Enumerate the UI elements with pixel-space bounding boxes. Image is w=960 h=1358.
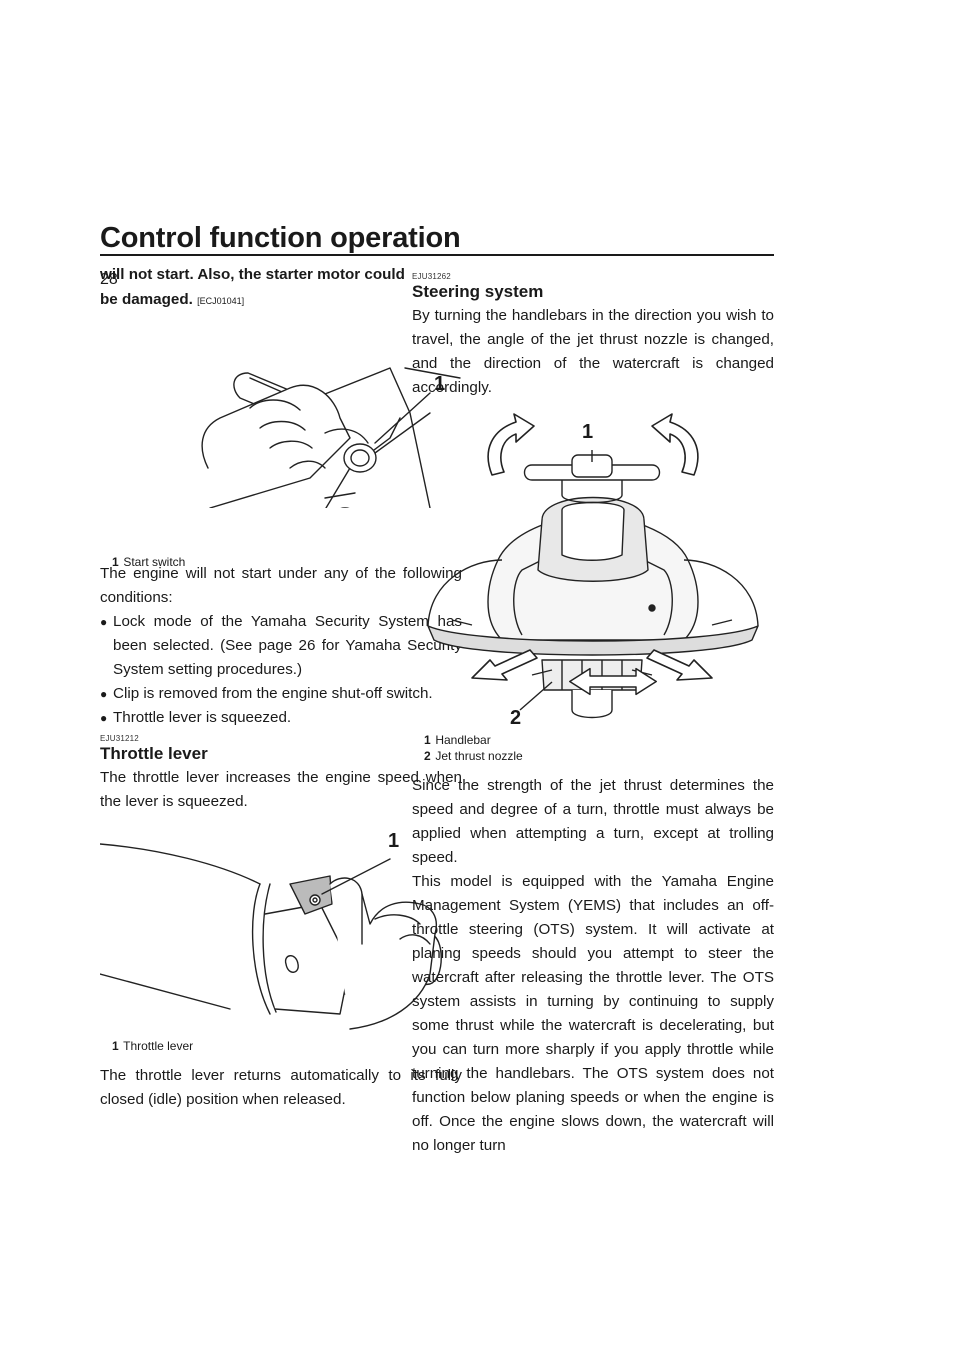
conditions-list: ● Lock mode of the Yamaha Security Syste…	[100, 610, 462, 730]
throttle-lever-illustration	[100, 843, 442, 1030]
fig2-callout: 1	[388, 830, 400, 852]
steering-section-code: EJU31262	[412, 272, 451, 281]
notice-line-2: be damaged.	[100, 291, 193, 308]
fig3-caption-2: 2 Jet thrust nozzle	[424, 749, 523, 763]
page-number: 28	[100, 271, 118, 288]
notice-line-1: will not start. Also, the starter motor …	[100, 266, 405, 283]
conditions-intro: The engine will not start under any of t…	[100, 565, 462, 606]
steering-paragraph-2: This model is equipped with the Yamaha E…	[412, 873, 774, 1154]
fig3-callout-1: 1	[582, 421, 594, 443]
notice-code: [ECJ01041]	[197, 296, 245, 306]
left-column: will not start. Also, the starter motor …	[100, 262, 462, 1112]
notice-continuation: will not start. Also, the starter motor …	[100, 262, 462, 314]
throttle-heading: Throttle lever	[100, 744, 208, 763]
list-item: ● Lock mode of the Yamaha Security Syste…	[100, 610, 462, 682]
throttle-section-code: EJU31212	[100, 734, 139, 743]
steering-paragraph-1: Since the strength of the jet thrust det…	[412, 777, 774, 866]
fig2-caption: 1 Throttle lever	[100, 1038, 193, 1054]
throttle-release-text: The throttle lever returns automatically…	[100, 1067, 462, 1108]
throttle-intro: The throttle lever increases the engine …	[100, 769, 462, 810]
fig2-caption-text: Throttle lever	[123, 1039, 194, 1053]
steering-illustration	[427, 413, 759, 719]
fig3-callout-2: 2	[510, 707, 522, 729]
start-switch-illustration	[201, 367, 461, 508]
steering-figure: 1 2 1 Handlebar 2 Jet thrust nozzle	[412, 410, 774, 763]
throttle-lever-figure: 1 1 Throttle lever	[100, 824, 462, 1056]
bullet-icon: ●	[100, 687, 108, 701]
fig3-caption-1: 1 Handlebar	[424, 733, 491, 747]
list-item: ● Throttle lever is squeezed.	[100, 706, 462, 730]
list-item: ● Clip is removed from the engine shut-o…	[100, 682, 462, 706]
fig1-caption-num: 1	[112, 555, 119, 569]
fig2-caption-num: 1	[112, 1039, 119, 1053]
fig1-caption-text: Start switch	[123, 555, 186, 569]
steering-heading: Steering system	[412, 282, 544, 301]
fig1-caption: 1 Start switch	[100, 554, 185, 570]
fig1-callout: 1	[434, 373, 446, 395]
right-column: EJU31262 Steering system By turning the …	[412, 272, 774, 1158]
start-switch-figure: 1 1 Start switch	[100, 318, 462, 569]
steering-intro: By turning the handlebars in the directi…	[412, 307, 774, 396]
page-title: Control function operation	[100, 222, 461, 254]
bullet-icon: ●	[100, 711, 108, 725]
header-divider	[100, 254, 774, 256]
bullet-icon: ●	[100, 615, 108, 629]
